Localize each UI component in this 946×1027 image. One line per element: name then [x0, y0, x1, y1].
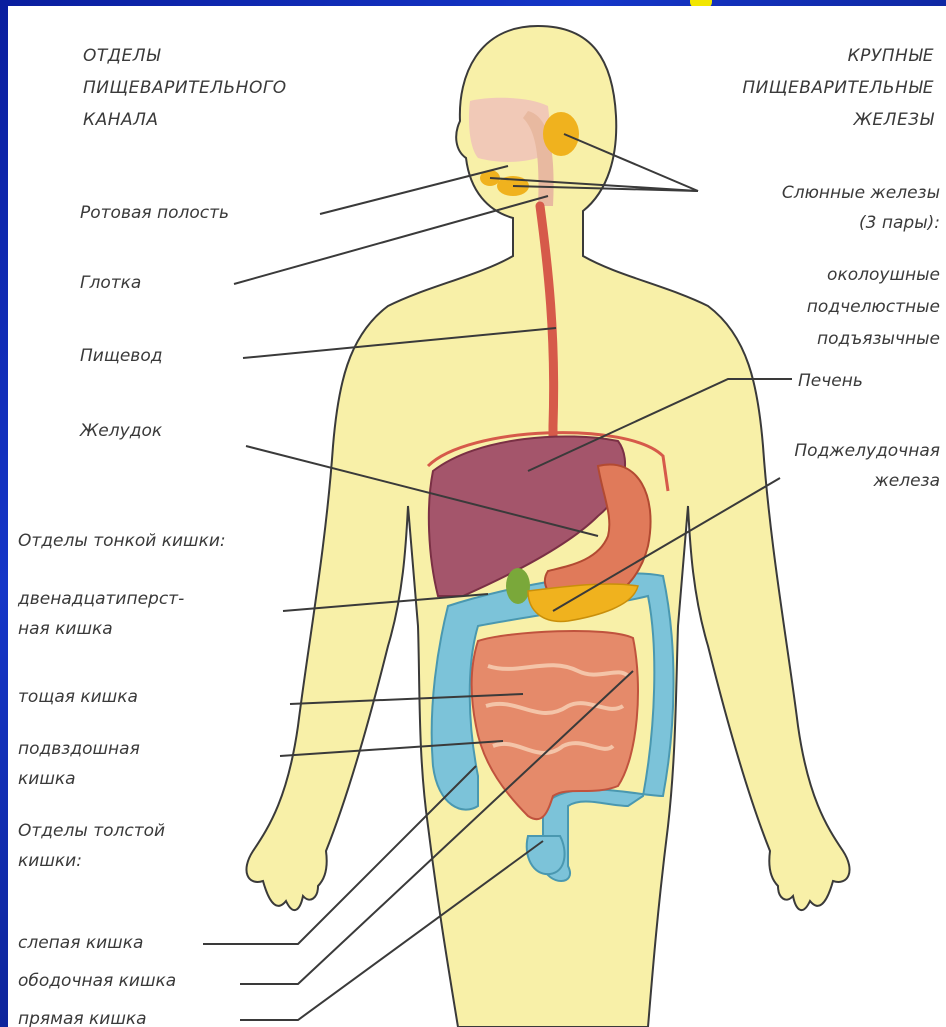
- label-pharynx: Глотка: [80, 268, 141, 298]
- label-small-intestine-header: Отделы тонкой кишки:: [18, 526, 226, 556]
- label-stomach: Желудок: [80, 416, 162, 446]
- label-parotid: околоушные: [680, 260, 940, 290]
- left-header: ОТДЕЛЫ ПИЩЕВАРИТЕЛЬНОГО КАНАЛА: [83, 40, 287, 136]
- label-submandibular: подчелюстные: [680, 292, 940, 322]
- label-pancreas: Поджелудочная железа: [720, 436, 940, 496]
- right-header: КРУПНЫЕ ПИЩЕВАРИТЕЛЬНЫЕ ЖЕЛЕЗЫ: [654, 40, 934, 136]
- label-esophagus: Пищевод: [80, 341, 162, 371]
- label-colon: ободочная кишка: [18, 966, 176, 996]
- label-large-intestine-header: Отделы толстой кишки:: [18, 816, 165, 876]
- label-ileum: подвздошная кишка: [18, 734, 140, 794]
- label-cecum: слепая кишка: [18, 928, 143, 958]
- parotid-gland: [543, 112, 579, 156]
- diagram-panel: ОТДЕЛЫ ПИЩЕВАРИТЕЛЬНОГО КАНАЛА КРУПНЫЕ П…: [8, 6, 946, 1027]
- label-rectum: прямая кишка: [18, 1004, 147, 1027]
- label-jejunum: тощая кишка: [18, 682, 138, 712]
- label-salivary-glands: Слюнные железы (3 пары):: [680, 178, 940, 238]
- gallbladder: [506, 568, 530, 604]
- label-duodenum: двенадцатиперст- ная кишка: [18, 584, 184, 644]
- label-liver: Печень: [798, 366, 863, 396]
- label-mouth: Ротовая полость: [80, 198, 229, 228]
- label-sublingual: подъязычные: [680, 324, 940, 354]
